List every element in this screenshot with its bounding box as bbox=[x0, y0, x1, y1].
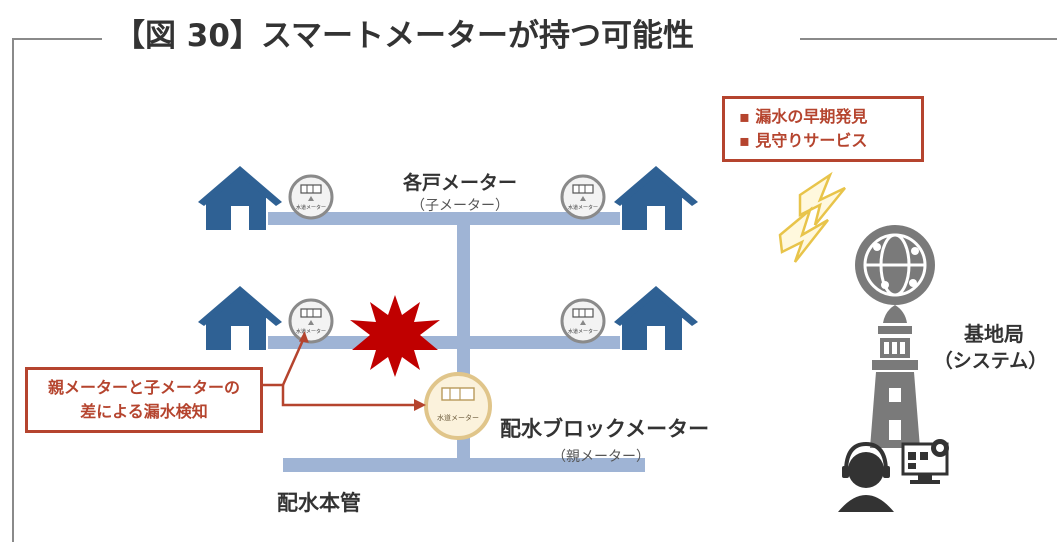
services-callout: ▪ 漏水の早期発見 ▪ 見守りサービス bbox=[722, 96, 924, 162]
base-station-label: 基地局 bbox=[964, 322, 1024, 346]
block-meter-face-text: 水道メーター bbox=[437, 413, 479, 422]
household-meter-label: 各戸メーター bbox=[402, 172, 517, 194]
operator-headset-icon bbox=[838, 441, 894, 512]
block-meter-label: 配水ブロックメーター bbox=[500, 417, 710, 441]
frame-top-left-line bbox=[12, 38, 104, 40]
leak-burst-icon bbox=[350, 295, 440, 377]
house-icon-mid-right bbox=[614, 286, 698, 350]
leak-detection-line-2: 差による漏水検知 bbox=[80, 402, 208, 421]
meter-icon-mid-left bbox=[288, 298, 334, 344]
lighthouse-icon bbox=[870, 305, 920, 448]
arrow-head-to-child-meter bbox=[298, 331, 309, 343]
service-item-monitoring: ▪ 見守りサービス bbox=[739, 131, 868, 150]
house-icon-top-right bbox=[614, 166, 698, 230]
leak-detection-line-1: 親メーターと子メーターの bbox=[47, 378, 240, 397]
middle-branch-pipe bbox=[268, 336, 620, 349]
main-pipe-label: 配水本管 bbox=[277, 491, 361, 515]
meter-icon-mid-right bbox=[560, 298, 606, 344]
detection-arrows bbox=[260, 339, 418, 407]
wireless-signal-icon bbox=[778, 171, 846, 263]
frame-top-right-line bbox=[800, 38, 1057, 40]
service-item-early-leak: ▪ 漏水の早期発見 bbox=[739, 107, 868, 126]
arrow-head-to-block-meter bbox=[414, 399, 426, 411]
main-distribution-pipe bbox=[283, 458, 645, 472]
system-label: （システム） bbox=[933, 350, 1048, 372]
meter-icon-top-right bbox=[560, 174, 606, 220]
child-meter-label: （子メーター） bbox=[411, 198, 509, 214]
top-branch-pipe bbox=[268, 212, 620, 225]
frame-left-line bbox=[12, 38, 14, 542]
parent-meter-label: （親メーター） bbox=[552, 449, 650, 465]
block-meter-icon: 水道メーター bbox=[424, 372, 492, 440]
figure-title: 【図 30】スマートメーターが持つ可能性 bbox=[102, 10, 707, 62]
meter-icon-top-left bbox=[288, 174, 334, 220]
network-globe-icon bbox=[855, 225, 935, 305]
leak-detection-callout: 親メーターと子メーターの 差による漏水検知 bbox=[25, 367, 263, 433]
computer-gear-icon bbox=[901, 439, 949, 484]
